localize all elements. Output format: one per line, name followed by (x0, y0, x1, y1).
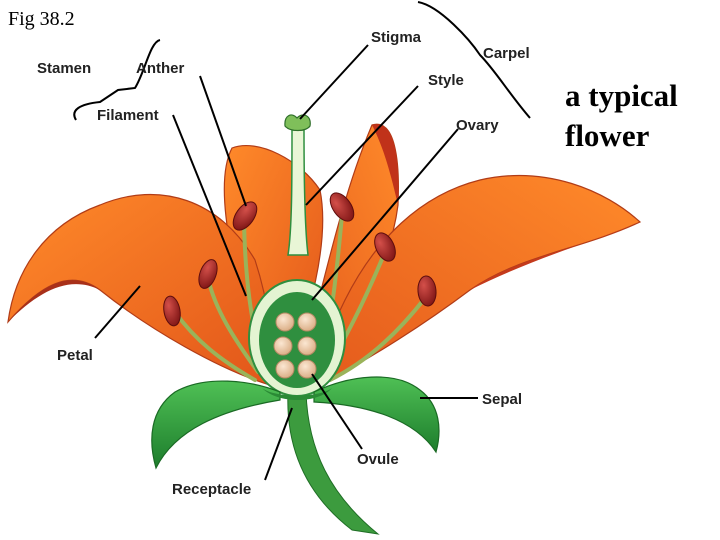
ovary-chamber (259, 292, 335, 388)
label-receptacle: Receptacle (172, 481, 251, 498)
label-stigma: Stigma (371, 29, 422, 46)
leader-lines (73, 1, 531, 481)
label-filament: Filament (97, 107, 159, 124)
side-title: a typical flower (565, 76, 678, 156)
label-stamen: Stamen (37, 60, 91, 77)
label-anther: Anther (136, 60, 184, 77)
figure-number: Fig 38.2 (8, 8, 75, 30)
label-style: Style (428, 72, 464, 89)
ovules (273, 312, 317, 379)
petal-left (7, 193, 273, 386)
side-title-line-1: a typical (565, 78, 678, 113)
back-petal-right-shade (372, 124, 399, 205)
receptacle (262, 388, 332, 400)
label-sepal: Sepal (482, 391, 522, 408)
petal-left-shade (8, 280, 100, 322)
stigma (284, 114, 311, 132)
label-ovule: Ovule (357, 451, 399, 468)
style (287, 129, 309, 256)
label-petal: Petal (57, 347, 93, 364)
label-ovary: Ovary (456, 117, 499, 134)
sepal-right (313, 376, 440, 454)
sepal-left (151, 380, 281, 470)
anthers (163, 192, 437, 327)
stem (287, 391, 380, 535)
side-title-line-2: flower (565, 118, 650, 153)
petal-right (317, 174, 642, 386)
label-carpel: Carpel (483, 45, 530, 62)
